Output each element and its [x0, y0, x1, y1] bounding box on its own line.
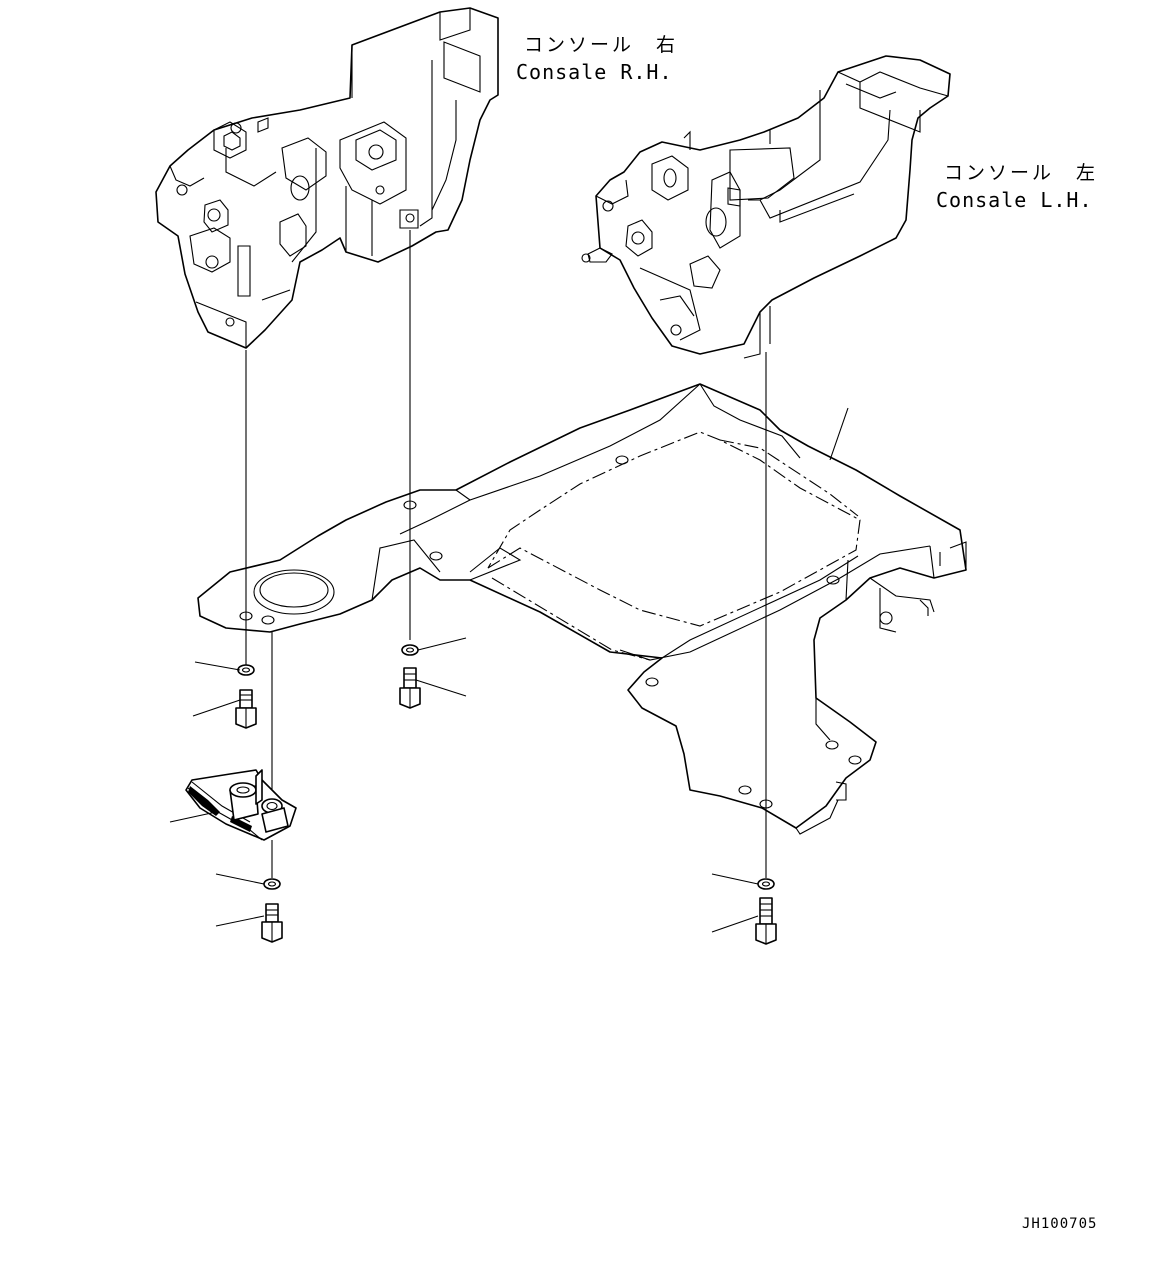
console-lh-label-en: Consale L.H.: [936, 188, 1093, 212]
console-rh-label-ja: コンソール 右: [524, 34, 679, 56]
bolt-left-upper: [235, 689, 257, 729]
washer-left-lower: [263, 878, 281, 890]
bolt-left-lower: [261, 903, 283, 943]
drawing-code: JH100705: [1022, 1216, 1098, 1232]
washer-center: [401, 644, 419, 656]
washer-left-upper: [237, 664, 255, 676]
console-rh-label-en: Consale R.H.: [516, 60, 673, 84]
washer-right: [757, 878, 775, 890]
console-right-hand-bracket: [155, 7, 499, 349]
leader-lines: [169, 407, 849, 933]
console-lh-label-ja: コンソール 左: [944, 162, 1099, 184]
base-frame: [197, 383, 967, 835]
bolt-right: [755, 897, 777, 945]
damper-mount: [185, 769, 297, 841]
bolt-center: [399, 667, 421, 709]
console-left-hand-bracket: [581, 55, 951, 359]
frame-mounting-holes: [239, 455, 862, 809]
assembly-center-lines: [245, 230, 767, 878]
